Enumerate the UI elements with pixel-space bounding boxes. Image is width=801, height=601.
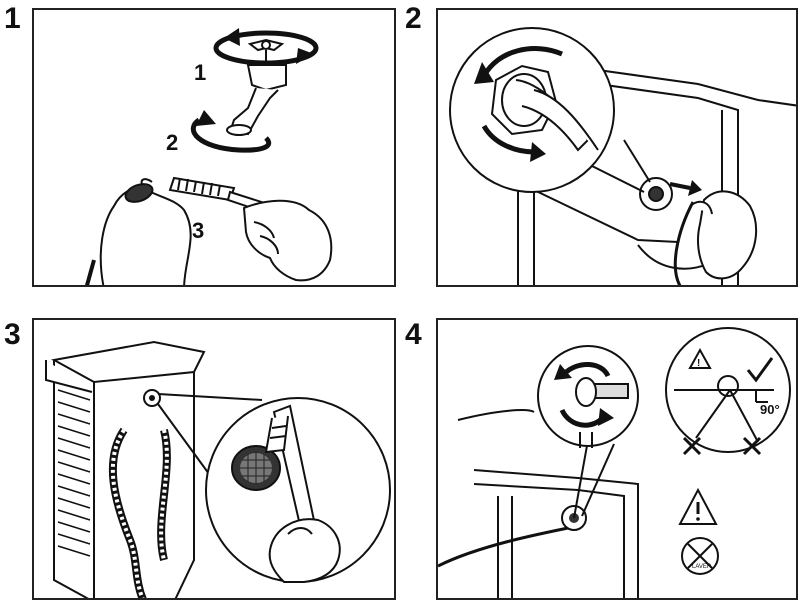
tap-filter-illustration: 1 2 3 <box>85 28 333 285</box>
sub-step-label-3: 3 <box>192 218 204 243</box>
panel-step-4: ! 90° LAVER <box>436 318 798 600</box>
rotate-arrow-icon <box>474 62 494 84</box>
hose-disconnect-illustration <box>449 27 796 285</box>
step-number-2: 2 <box>405 2 422 35</box>
tap-handle <box>226 38 287 136</box>
sub-step-label-1: 1 <box>194 60 206 85</box>
hose-reconnect-illustration: ! 90° LAVER <box>438 327 791 598</box>
side-vents <box>57 389 91 557</box>
brush-icon <box>264 404 318 536</box>
inlet-filter-cleaning-illustration <box>45 340 391 598</box>
check-icon <box>746 357 774 383</box>
panel-step-3 <box>32 318 396 600</box>
step-number-1: 1 <box>4 2 21 35</box>
hand <box>689 190 758 280</box>
no-wash-text: LAVER <box>692 564 712 570</box>
rotate-arrow-icon <box>554 364 572 380</box>
cross-icon <box>682 436 762 456</box>
warning-icon <box>688 347 712 369</box>
right-hand <box>242 199 333 282</box>
svg-text:!: ! <box>697 358 700 369</box>
panel-step-2 <box>436 8 798 287</box>
hand <box>268 518 341 583</box>
machine-outline <box>457 409 639 598</box>
brush-icon <box>168 176 276 216</box>
filter-screen <box>124 183 154 203</box>
angle-label: 90° <box>760 402 780 417</box>
step-number-3: 3 <box>4 318 21 351</box>
step-number-4: 4 <box>405 318 422 351</box>
filter-screen <box>231 445 281 491</box>
sub-step-label-2: 2 <box>166 130 178 155</box>
washing-machine <box>45 340 206 598</box>
panel-step-1: 1 2 3 <box>32 8 396 287</box>
arrow-icon <box>688 180 702 196</box>
